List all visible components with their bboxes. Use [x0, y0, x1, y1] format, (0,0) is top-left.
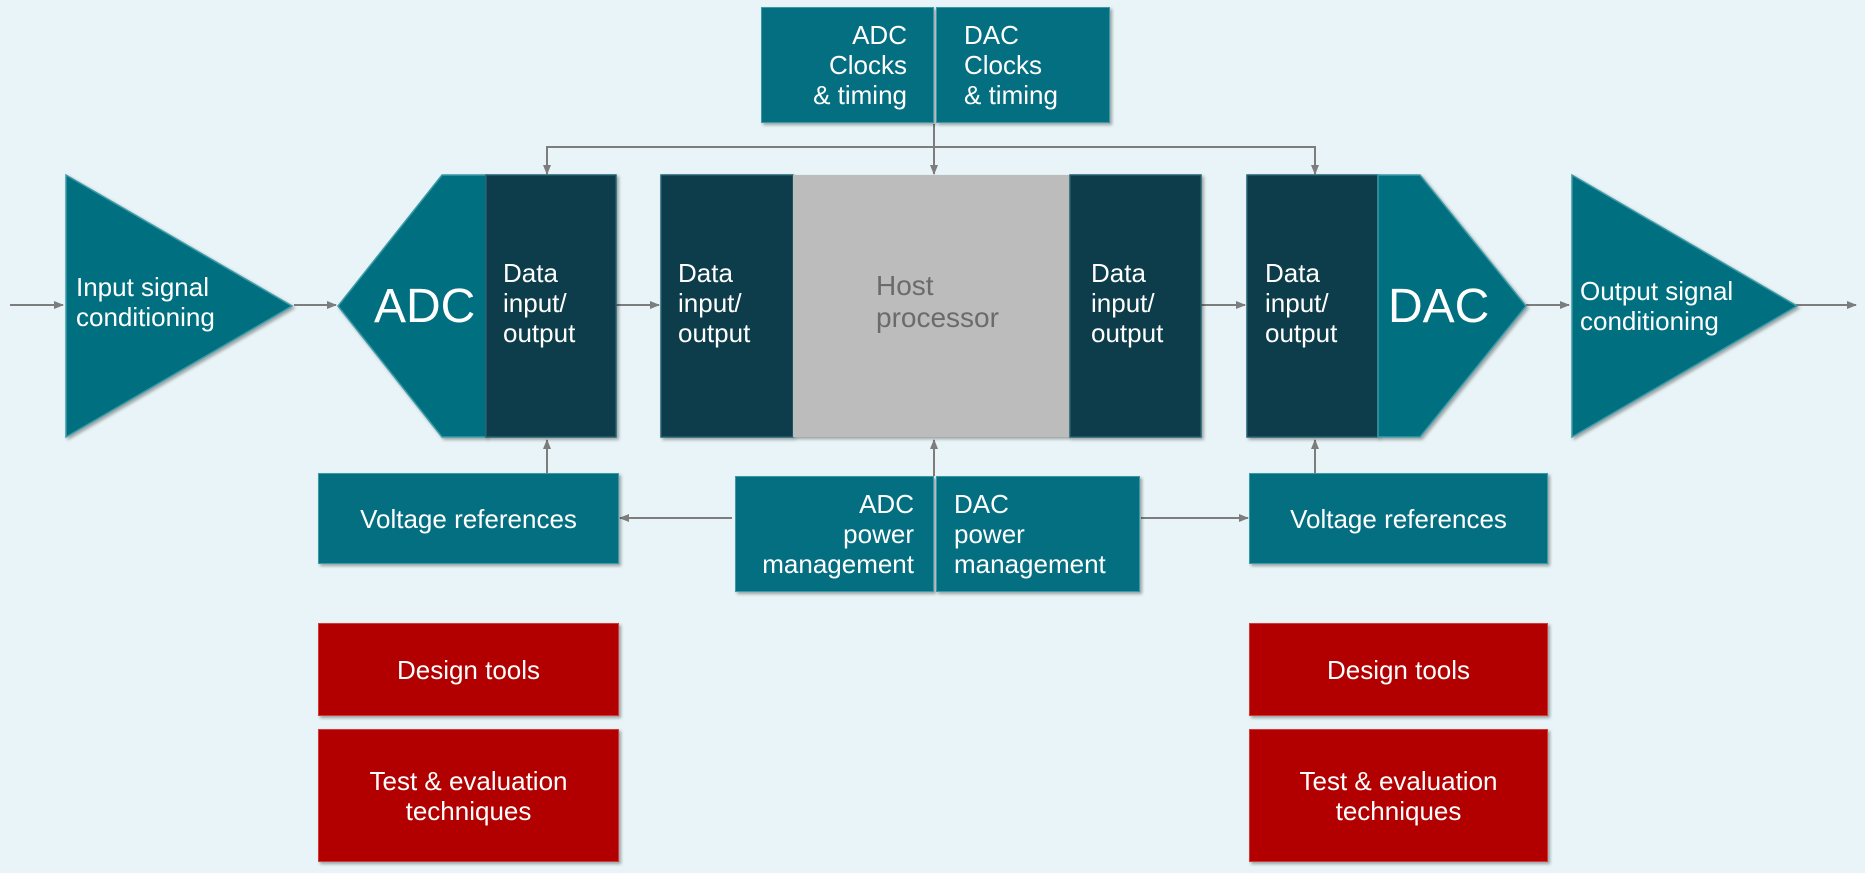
clock-to-dac-io: [934, 146, 1319, 175]
host-processor-shape: [793, 175, 1070, 437]
dac-label: DAC: [1388, 280, 1490, 333]
input-signal-conditioning-shape: [65, 173, 294, 439]
adc-data-io-shape: [485, 174, 617, 438]
dac-voltage-references-box: Voltage references: [1249, 473, 1548, 564]
adc-voltage-references-box: Voltage references: [318, 473, 619, 564]
connectors: [10, 124, 1857, 522]
dac-design-tools-box: Design tools: [1249, 623, 1548, 716]
dac-shape: [1377, 174, 1527, 438]
host-left-data-io-shape: [660, 174, 794, 438]
clock-to-adc-io: [543, 146, 934, 175]
host-right-data-io-shape: [1069, 174, 1202, 438]
adc-design-tools-box: Design tools: [318, 623, 619, 716]
dac-data-io-shape: [1246, 174, 1379, 438]
adc-shape: [337, 174, 487, 438]
output-signal-conditioning-shape: [1571, 173, 1799, 439]
adc-label: ADC: [374, 280, 476, 333]
